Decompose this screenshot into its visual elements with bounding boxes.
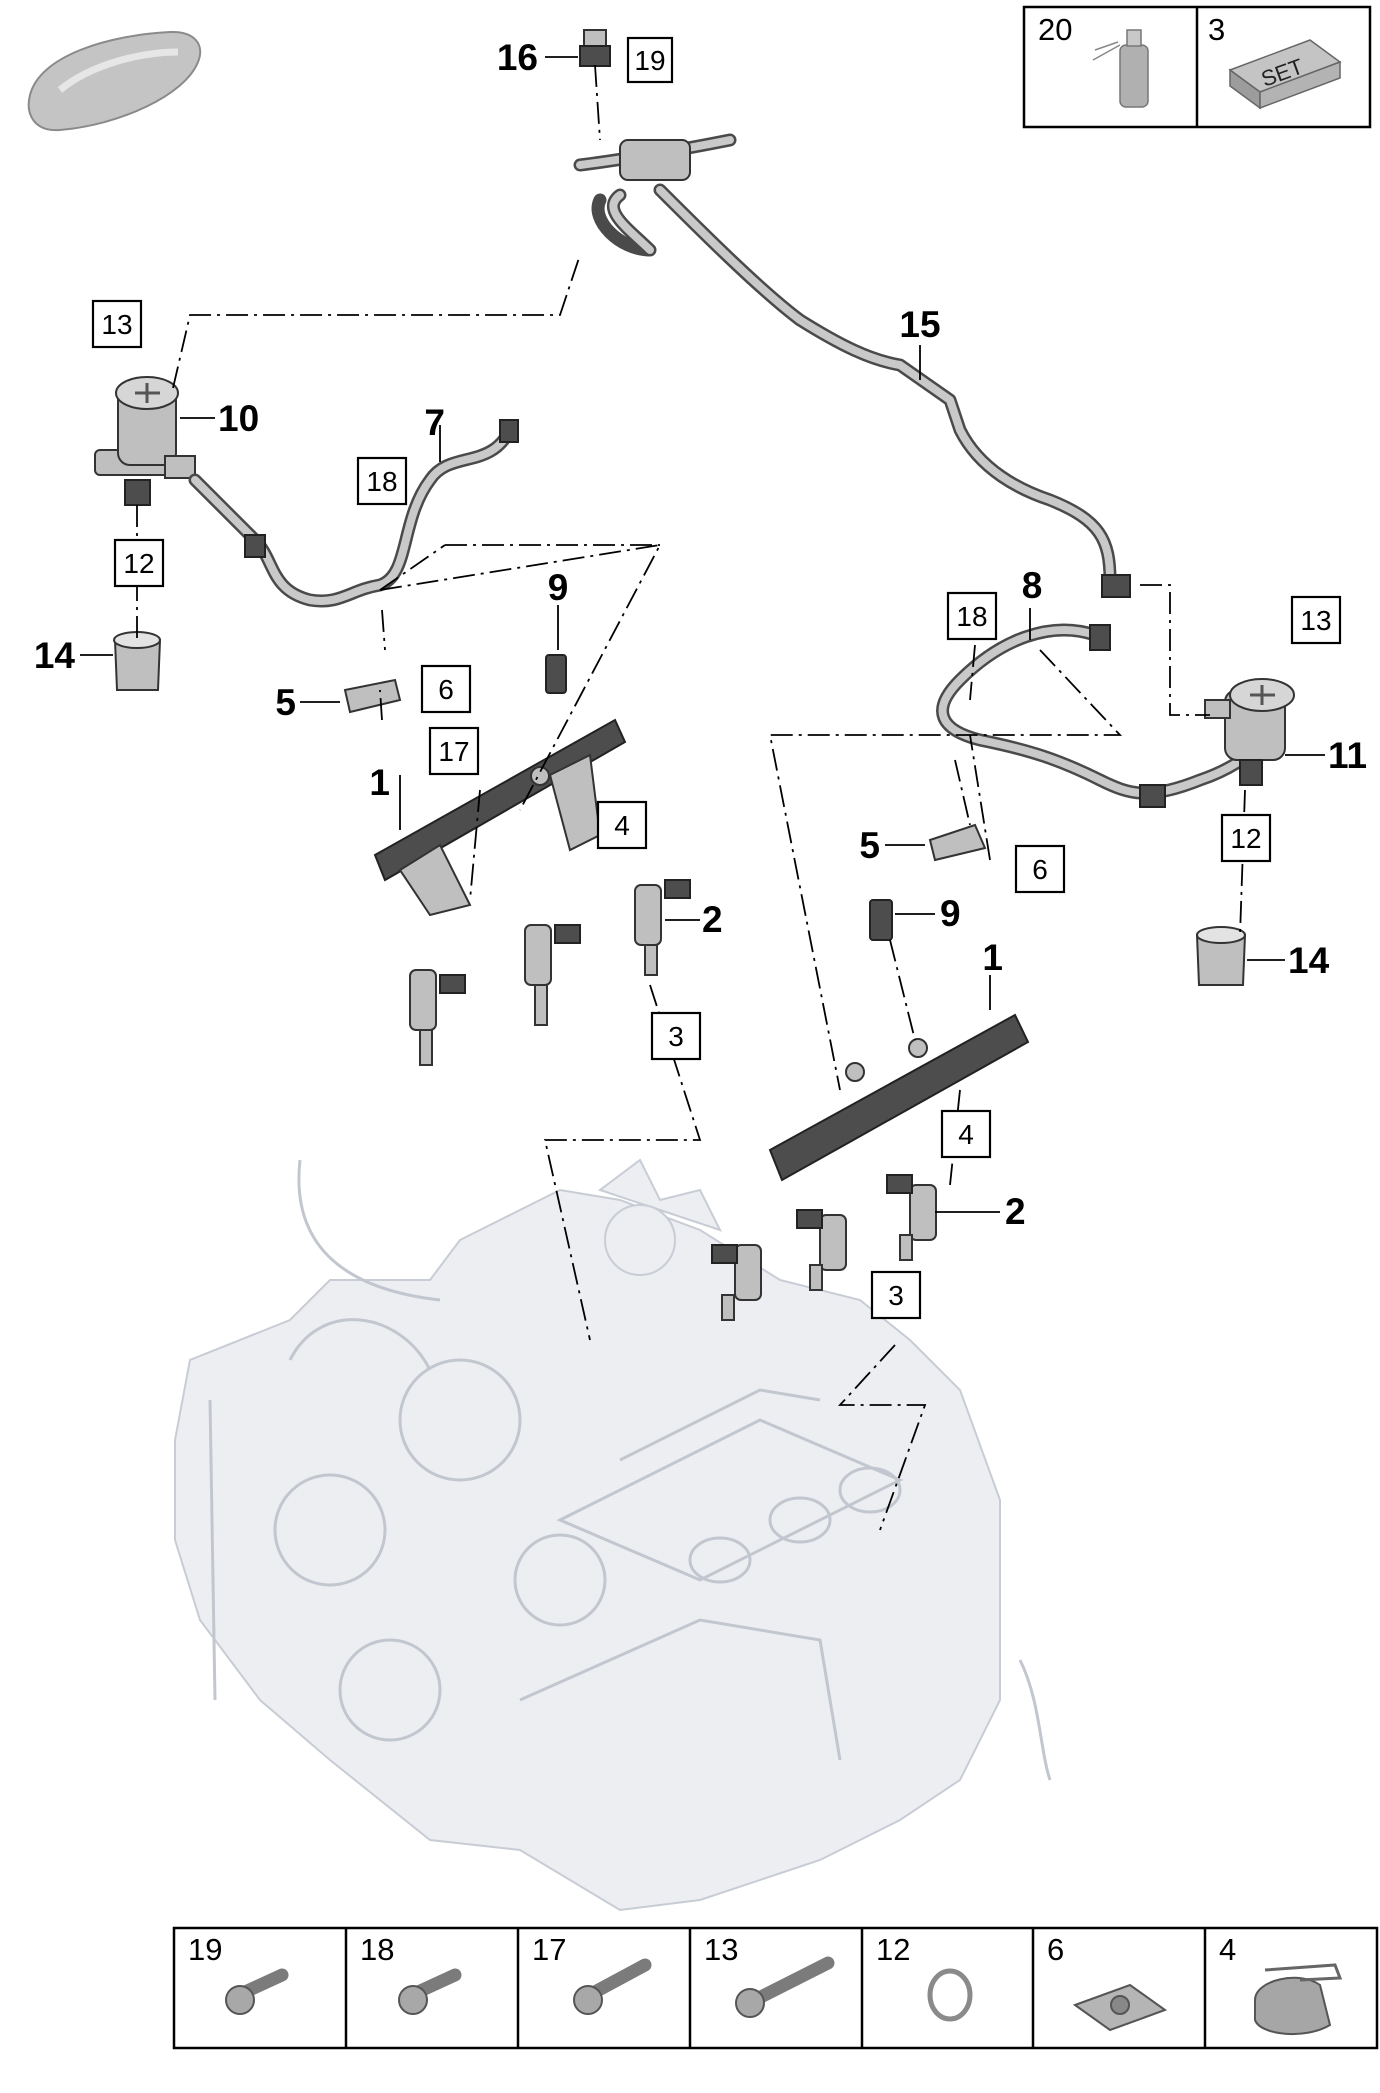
box-set-right: 3: [888, 1280, 904, 1311]
short-screw-icon: [398, 1968, 462, 2015]
retaining-clip-icon: [1254, 1963, 1343, 2036]
bottom-legend-item: 17: [532, 1932, 652, 2015]
tappet-right: [1195, 926, 1247, 986]
bottom-legend-item: 4: [1219, 1932, 1343, 2036]
callout-injector-right: 2: [1005, 1191, 1026, 1232]
callout-feed-line: 15: [899, 304, 940, 345]
top-legend-item: 3 SET: [1208, 12, 1342, 110]
boxed-references: 19 13 18 12 6 17 4 3 18 13 12 6 4 3: [91, 36, 1342, 1320]
fuel-line-right: [936, 623, 1267, 808]
callout-rail-left: 1: [369, 762, 390, 803]
box-nut-right: 6: [1032, 854, 1048, 885]
callout-tappet-right: 14: [1288, 940, 1330, 981]
fuel-rail-right: [768, 1013, 1030, 1182]
box-set-left: 3: [668, 1021, 684, 1052]
valve: [579, 29, 611, 67]
injectors-left: [409, 879, 691, 1066]
engine-block: [174, 1158, 1052, 1912]
bottom-legend-number: 17: [532, 1932, 566, 1967]
fuel-feed-line: [573, 133, 1131, 598]
callout-sensor-left: 9: [548, 567, 569, 608]
box-screw-pump-left: 13: [101, 309, 132, 340]
high-pressure-pump-left: [94, 376, 196, 506]
box-screw-bracket-left: 18: [366, 466, 397, 497]
callout-valve: 16: [497, 37, 538, 78]
sealing-ring-icon: [927, 1968, 973, 2022]
box-screw-valve: 19: [634, 45, 665, 76]
top-legend-number: 3: [1208, 12, 1225, 47]
top-legend-item: 20: [1038, 12, 1149, 108]
box-screw-bracket-right: 18: [956, 601, 987, 632]
tappet-left: [113, 631, 162, 691]
bottom-legend-number: 13: [704, 1932, 738, 1967]
spray-can-icon: [1092, 29, 1149, 108]
callouts: 1 1 2 2 5 5 7 8 9 9 10 11 14 14 15 16: [34, 37, 1367, 1232]
callout-line-right: 8: [1022, 565, 1043, 606]
callout-bracket-right: 5: [859, 825, 880, 866]
bottom-legend-number: 19: [188, 1932, 222, 1967]
fuel-rail-left: [373, 718, 627, 917]
bottom-legend-item: 18: [360, 1932, 462, 2015]
bottom-legend-item: 12: [876, 1932, 973, 2022]
bottom-legend-number: 18: [360, 1932, 394, 1967]
bottom-legend-item: 19: [188, 1932, 289, 2015]
bottom-legend-item: 6: [1047, 1932, 1168, 2032]
fuel-line-left: [188, 419, 519, 608]
bottom-legend-number: 12: [876, 1932, 910, 1967]
bottom-legend-number: 4: [1219, 1932, 1236, 1967]
box-ring-left: 12: [123, 548, 154, 579]
callout-pump-left: 10: [218, 398, 259, 439]
top-legend: 20 3 SET: [1022, 5, 1372, 129]
box-screw-rail: 17: [438, 736, 469, 767]
bottom-legend: 19 18 17 13: [172, 1926, 1379, 2050]
bracket-right: [928, 823, 987, 862]
short-screw-icon: [225, 1968, 289, 2015]
bracket-left: [343, 678, 402, 714]
callout-injector-left: 2: [702, 899, 723, 940]
callout-sensor-right: 9: [940, 893, 961, 934]
set-box-icon: SET: [1228, 39, 1342, 110]
pressure-sensor-left: [545, 654, 567, 694]
top-legend-number: 20: [1038, 12, 1072, 47]
box-nut-left: 6: [438, 674, 454, 705]
medium-screw-icon: [573, 1958, 652, 2015]
callout-tappet-left: 14: [34, 635, 76, 676]
callout-line-left: 7: [424, 402, 445, 443]
box-clip-left: 4: [614, 810, 630, 841]
injectors-right: [711, 1174, 937, 1321]
callout-rail-right: 1: [982, 937, 1003, 978]
callout-pump-right: 11: [1328, 735, 1367, 776]
high-pressure-pump-right: [1204, 678, 1295, 786]
box-ring-right: 12: [1230, 823, 1261, 854]
clip-nut-icon: [1072, 1983, 1168, 2032]
vehicle-thumbnail-icon: [27, 30, 202, 132]
bottom-legend-number: 6: [1047, 1932, 1064, 1967]
callout-bracket-left: 5: [275, 682, 296, 723]
long-screw-icon: [735, 1956, 835, 2018]
box-screw-pump-right: 13: [1300, 605, 1331, 636]
box-clip-right: 4: [958, 1119, 974, 1150]
bottom-legend-item: 13: [704, 1932, 835, 2018]
pressure-sensor-right: [869, 899, 893, 941]
